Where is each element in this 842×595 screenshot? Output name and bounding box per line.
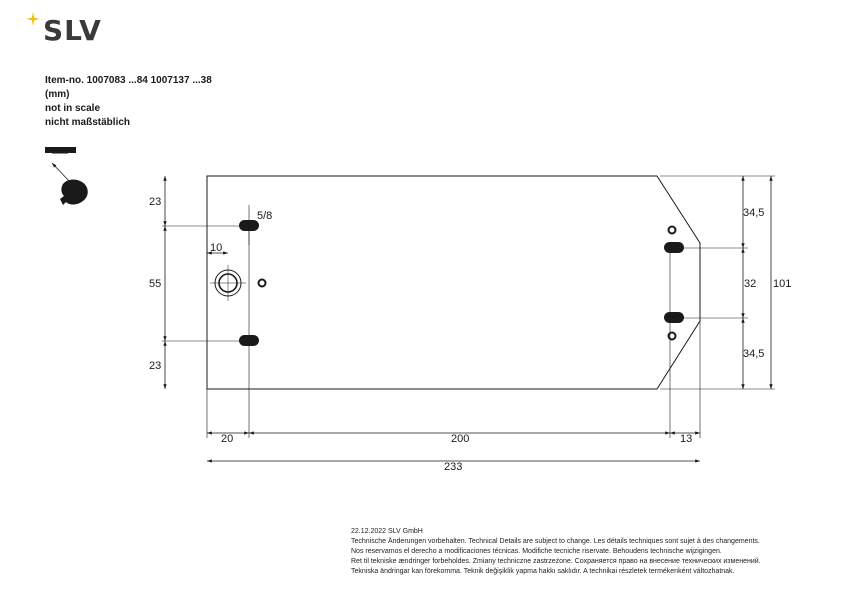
dim-label-bottom-right: 13 [680,433,692,445]
slot-right-bottom [664,312,684,323]
dim-label-right-top: 34,5 [743,207,764,219]
footer-disclaimer-4: Tekniska ändringar kan förekomma. Teknik… [351,568,735,575]
slv-logo: SLV [26,12,112,52]
dim-label-hole-size: 5/8 [257,210,272,222]
dim-label-right-bottom: 34,5 [743,348,764,360]
dim-label-hole-offset: 10 [210,242,222,254]
dim-label-left-bottom: 23 [149,360,161,372]
small-hole-right-top [667,225,677,235]
dim-label-right-middle: 32 [744,278,756,290]
brand-name: SLV [43,14,102,47]
small-hole-right-bottom [667,331,677,341]
scale-note-en: not in scale [45,103,101,114]
item-numbers: Item-no. 1007083 ...84 1007137 ...38 [45,75,212,86]
cable-entry-hole [210,265,246,301]
footer-disclaimer-3: Ret til tekniske ændringer forbeholdes. … [351,558,761,565]
dim-label-left-middle: 55 [149,278,161,290]
dim-label-bottom-middle: 200 [451,433,469,445]
dim-label-bottom-left: 20 [221,433,233,445]
footer-disclaimer-1: Technische Änderungen vorbehalten. Techn… [351,538,760,545]
dim-label-right-total: 101 [773,278,791,290]
dim-label-total-width: 233 [444,461,462,473]
plate-outline [206,175,701,390]
footer-date-company: 22.12.2022 SLV GmbH [351,528,423,535]
small-hole-left [257,278,267,288]
unit-label: (mm) [45,89,70,100]
slot-right-top [664,242,684,253]
mounting-orientation-icon [45,147,88,205]
legal-footer: 22.12.2022 SLV GmbH Technische Änderunge… [351,527,761,577]
drawing-header: Item-no. 1007083 ...84 1007137 ...38 (mm… [45,74,212,130]
footer-disclaimer-2: Nos reservamos el derecho a modificacion… [351,548,722,555]
scale-note-de: nicht maßstäblich [45,117,131,128]
dim-label-left-top: 23 [149,196,161,208]
sparkle-icon [26,12,40,26]
